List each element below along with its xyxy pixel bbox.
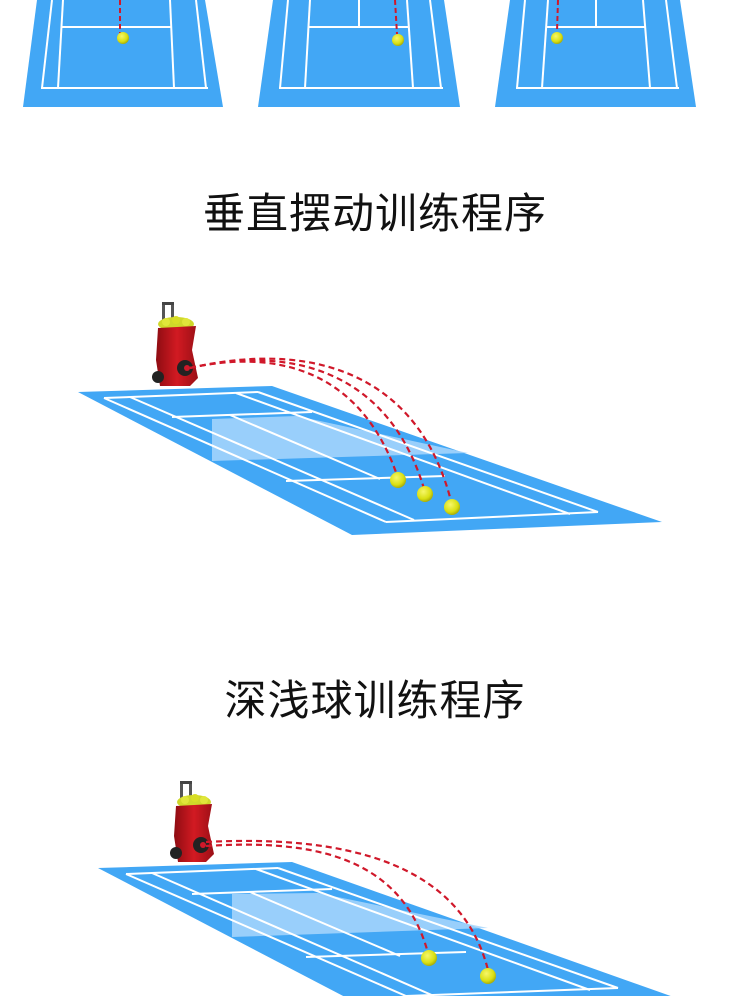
ball-icon	[117, 32, 129, 44]
ball-icon	[390, 472, 406, 488]
section-title-vertical-swing: 垂直摆动训练程序	[202, 189, 547, 238]
ball-icon	[417, 486, 433, 502]
top-courts-illustration	[23, 0, 696, 107]
ball-icon	[421, 950, 437, 966]
ball-icon	[480, 968, 496, 984]
top-court-3	[495, 0, 696, 107]
ball-icon	[392, 34, 404, 46]
ball-machine-icon	[152, 302, 198, 386]
trajectory-lines	[205, 839, 490, 971]
top-court-1	[23, 0, 223, 107]
court-perspective-2	[98, 862, 671, 996]
ball-icon	[551, 32, 563, 44]
top-court-2	[258, 0, 460, 107]
section-title-deep-shallow: 深浅球训练程序	[224, 676, 526, 725]
ball-machine-icon	[170, 781, 214, 862]
trajectory-lines	[189, 357, 454, 506]
ball-icon	[444, 499, 460, 515]
court-perspective-1	[78, 386, 662, 535]
